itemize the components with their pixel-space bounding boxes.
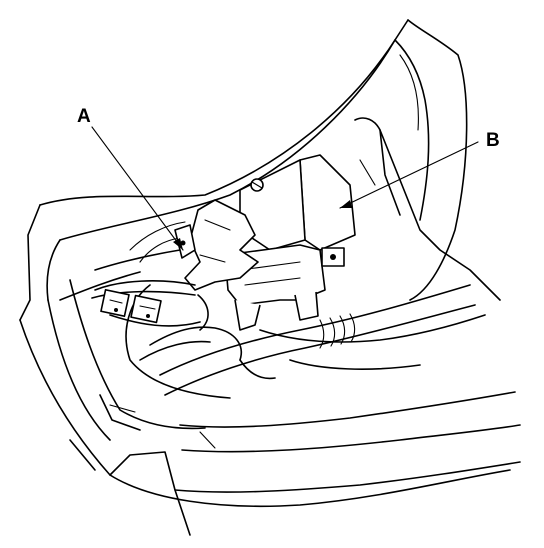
leader-arrow-a: [173, 238, 183, 250]
callout-a-label: A: [77, 106, 91, 127]
leader-line-a: [91, 126, 184, 251]
air-duct: [139, 284, 486, 396]
wire-harness: [91, 280, 209, 331]
dashboard-cavity: [59, 117, 501, 301]
leader-arrow-b: [340, 200, 352, 208]
dashboard-trim-panel: [19, 19, 521, 536]
callout-b-label: B: [486, 130, 500, 151]
leader-line-b: [339, 141, 479, 209]
connector-bracket: [174, 199, 259, 291]
leader-lines: [91, 126, 479, 251]
